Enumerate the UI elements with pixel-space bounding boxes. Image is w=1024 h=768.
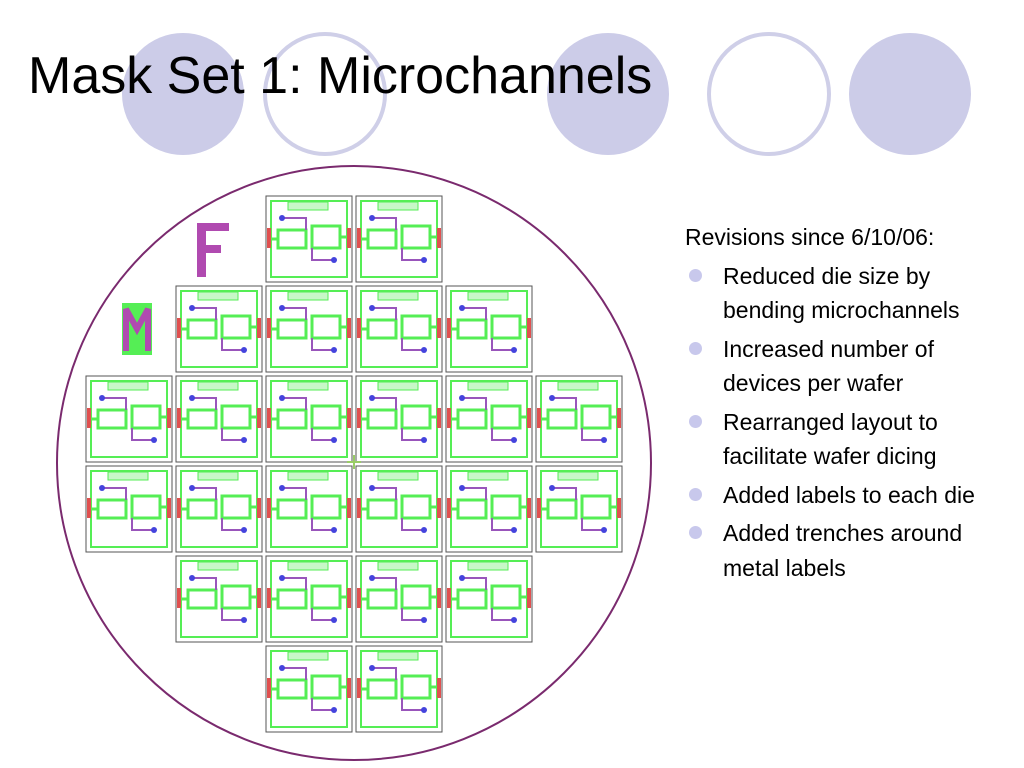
revision-text: Increased number of devices per wafer (723, 335, 934, 397)
die (265, 555, 353, 643)
die (355, 555, 443, 643)
die (445, 375, 533, 463)
die (445, 465, 533, 553)
die (175, 285, 263, 373)
deco-circle-filled (122, 33, 244, 155)
revision-item: Added trenches around metal labels (685, 516, 1005, 585)
revision-item: Increased number of devices per wafer (685, 332, 1005, 401)
slide-title: Mask Set 1: Microchannels (28, 47, 653, 105)
revision-text: Added labels to each die (723, 481, 975, 508)
wafer-marker-f (197, 223, 229, 277)
revisions-heading: Revisions since 6/10/06: (685, 224, 935, 250)
die (265, 285, 353, 373)
revisions-panel: Revisions since 6/10/06: Reduced die siz… (685, 223, 1005, 589)
deco-circle-ring (707, 32, 831, 156)
die (85, 465, 173, 553)
die (175, 375, 263, 463)
die (265, 195, 353, 283)
revision-item: Added labels to each die (685, 478, 1005, 513)
die (355, 195, 443, 283)
bullet-icon (689, 341, 702, 355)
die (355, 645, 443, 733)
revision-item: Rearranged layout to facilitate wafer di… (685, 405, 1005, 474)
deco-circle-ring (263, 32, 387, 156)
die (175, 465, 263, 553)
die (265, 375, 353, 463)
die (445, 285, 533, 373)
die (175, 555, 263, 643)
bullet-icon (689, 268, 702, 282)
deco-circle-filled (849, 33, 971, 155)
wafer-marker-m (122, 303, 152, 355)
die (85, 375, 173, 463)
die (265, 645, 353, 733)
revision-text: Added trenches around metal labels (723, 520, 963, 581)
bullet-icon (689, 526, 702, 540)
die (355, 285, 443, 373)
wafer-mask-diagram (56, 165, 652, 761)
revision-text: Rearranged layout to facilitate wafer di… (723, 408, 938, 470)
bullet-icon (689, 487, 702, 501)
revision-text: Reduced die size by bending microchannel… (723, 262, 960, 324)
alignment-mark (347, 455, 361, 469)
revision-item: Reduced die size by bending microchannel… (685, 259, 1005, 328)
die (445, 555, 533, 643)
deco-circle-filled (547, 33, 669, 155)
die (535, 465, 623, 553)
die (535, 375, 623, 463)
die-grid (85, 195, 623, 733)
bullet-icon (689, 414, 702, 428)
title-decoration (122, 32, 971, 156)
die (355, 375, 443, 463)
revision-list: Reduced die size by bending microchannel… (685, 259, 1005, 586)
die (355, 465, 443, 553)
die (265, 465, 353, 553)
